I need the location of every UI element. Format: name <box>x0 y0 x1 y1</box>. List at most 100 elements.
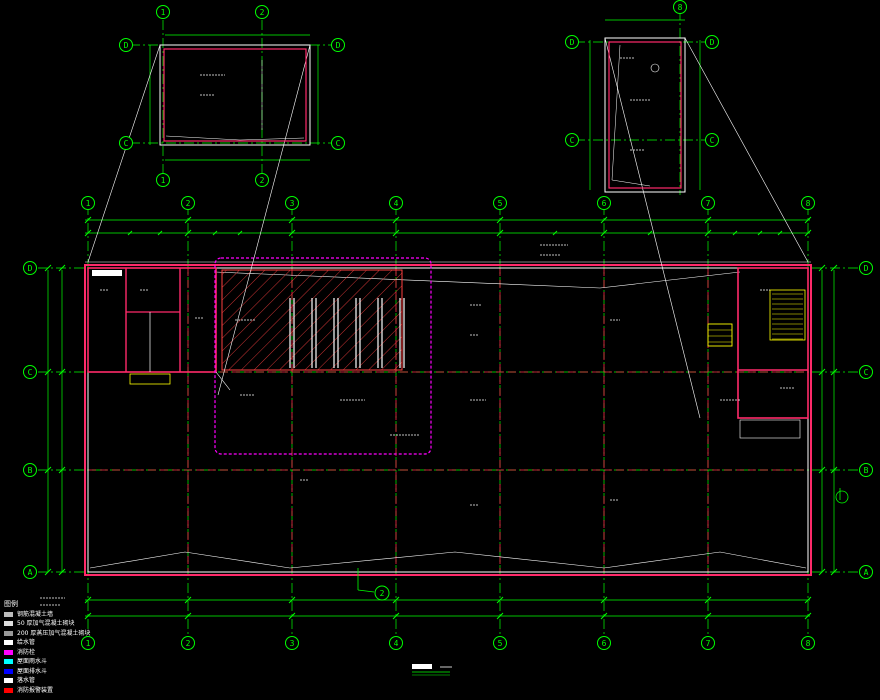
legend-item-text: 200 厚蒸压加气混凝土砌块 <box>17 629 91 637</box>
axis-bubble-label: 1 <box>86 199 91 208</box>
axis-bubble-label: 6 <box>602 639 607 648</box>
axis-bubble-bottom-5: 6 <box>597 636 611 650</box>
section-mark: 2 <box>357 488 849 601</box>
legend-item: 给水管 <box>4 638 154 648</box>
legend-item: 屋面排水斗 <box>4 667 154 677</box>
axis-bubble-right-2: B <box>859 463 873 477</box>
axis-bubble-label: D <box>28 264 33 273</box>
axis-bubble-label: 1 <box>161 176 166 185</box>
axis-bubble-label: 8 <box>806 639 811 648</box>
legend-item-text: 屋面雨水斗 <box>17 658 48 665</box>
axis-bubble-top-2: 3 <box>285 196 299 210</box>
axis-bubble-label: B <box>28 466 33 475</box>
detail-leader-lines <box>87 37 809 419</box>
axis-bubble-label: 2 <box>260 176 265 185</box>
axis-bubble-label: C <box>570 136 575 145</box>
section-mark-label: 2 <box>380 589 385 598</box>
axis-bubble-label: 3 <box>290 639 295 648</box>
drawing-legend: 图例 钢筋混凝土墙 50 厚加气混凝土砌块 200 厚蒸压加气混凝土砌块给水管消防栓… <box>4 600 154 695</box>
legend-item: 落水管 <box>4 676 154 686</box>
detail-box-right <box>604 37 686 193</box>
axis-bubble-label: 5 <box>498 639 503 648</box>
legend-item: 200 厚蒸压加气混凝土砌块 <box>4 629 154 639</box>
axis-bubble-label: D <box>570 38 575 47</box>
axis-bubble-label: 7 <box>706 199 711 208</box>
detail-box-left <box>159 44 311 146</box>
axis-bubble-dr-left-0: D <box>565 35 579 49</box>
axis-bubble-bottom-1: 2 <box>181 636 195 650</box>
axis-bubble-dl-right-1: C <box>331 136 345 150</box>
axis-bubble-bottom-4: 5 <box>493 636 507 650</box>
legend-swatch <box>4 640 13 646</box>
axis-bubble-right-1: C <box>859 365 873 379</box>
axis-bubble-label: D <box>710 38 715 47</box>
axis-bubble-label: C <box>124 139 129 148</box>
axis-bubble-dr-top: 8 <box>673 0 687 14</box>
axis-bubble-left-3: A <box>23 565 37 579</box>
legend-item-text: 落水管 <box>17 677 36 684</box>
axis-bubble-dr-right-0: D <box>705 35 719 49</box>
legend-title: 图例 <box>4 600 18 608</box>
axis-bubble-bottom-3: 4 <box>389 636 403 650</box>
axis-bubble-label: 8 <box>678 3 683 12</box>
axis-bubble-label: A <box>28 568 33 577</box>
legend-item: 50 厚加气混凝土砌块 <box>4 619 154 629</box>
lower-left-rooms <box>87 267 231 391</box>
axis-bubble-label: 7 <box>706 639 711 648</box>
axis-bubble-label: 2 <box>186 639 191 648</box>
legend-item-text: 50 厚加气混凝土砌块 <box>17 620 75 627</box>
axis-bubble-label: B <box>864 466 869 475</box>
axis-bubble-label: D <box>124 41 129 50</box>
plan-title-block <box>412 664 452 676</box>
axis-bubble-top-3: 4 <box>389 196 403 210</box>
legend-item: 消防报警装置 <box>4 686 154 696</box>
axis-bubble-left-1: C <box>23 365 37 379</box>
axis-bubble-label: 3 <box>290 199 295 208</box>
axis-bubble-bottom-7: 8 <box>801 636 815 650</box>
legend-item-text: 钢筋混凝土墙 <box>17 610 54 618</box>
axis-bubble-top-5: 6 <box>597 196 611 210</box>
axis-bubble-label: A <box>864 568 869 577</box>
dimension-lines <box>47 19 835 617</box>
axis-bubble-dl-right-0: D <box>331 38 345 52</box>
axis-bubble-dr-left-1: C <box>565 133 579 147</box>
legend-swatch <box>4 678 13 684</box>
legend-swatch <box>4 659 13 665</box>
legend-item-text: 给水管 <box>17 639 36 646</box>
axis-bubble-label: 2 <box>186 199 191 208</box>
axis-bubble-top-7: 8 <box>801 196 815 210</box>
legend-item: 消防栓 <box>4 648 154 658</box>
axis-bubble-label: 5 <box>498 199 503 208</box>
legend-swatch <box>4 611 13 617</box>
legend-swatch <box>4 649 13 655</box>
small-annotations <box>40 57 794 606</box>
axis-bubble-label: C <box>336 139 341 148</box>
axis-bubble-dl-top-0: 1 <box>156 5 170 19</box>
axis-bubble-top-1: 2 <box>181 196 195 210</box>
axis-bubble-left-0: D <box>23 261 37 275</box>
axis-bubble-label: 1 <box>161 8 166 17</box>
legend-swatch <box>4 668 13 674</box>
stair-core <box>707 267 809 439</box>
axis-bubble-dl-left-1: C <box>119 136 133 150</box>
axis-bubble-bottom-2: 3 <box>285 636 299 650</box>
axis-bubble-label: 2 <box>260 8 265 17</box>
axis-bubble-dl-bot-1: 2 <box>255 173 269 187</box>
axis-bubble-bottom-0: 1 <box>81 636 95 650</box>
axis-bubble-right-0: D <box>859 261 873 275</box>
legend-item-text: 消防报警装置 <box>17 686 54 694</box>
legend-swatch <box>4 621 13 627</box>
axis-bubble-label: C <box>710 136 715 145</box>
legend-swatch <box>4 687 13 693</box>
axis-bubble-label: 1 <box>86 639 91 648</box>
axis-bubble-label: 8 <box>806 199 811 208</box>
axis-bubble-left-2: B <box>23 463 37 477</box>
axis-bubble-top-6: 7 <box>701 196 715 210</box>
axis-bubble-label: 4 <box>394 199 399 208</box>
axis-bubble-dr-right-1: C <box>705 133 719 147</box>
axis-bubble-label: C <box>28 368 33 377</box>
axis-bubble-dl-left-0: D <box>119 38 133 52</box>
